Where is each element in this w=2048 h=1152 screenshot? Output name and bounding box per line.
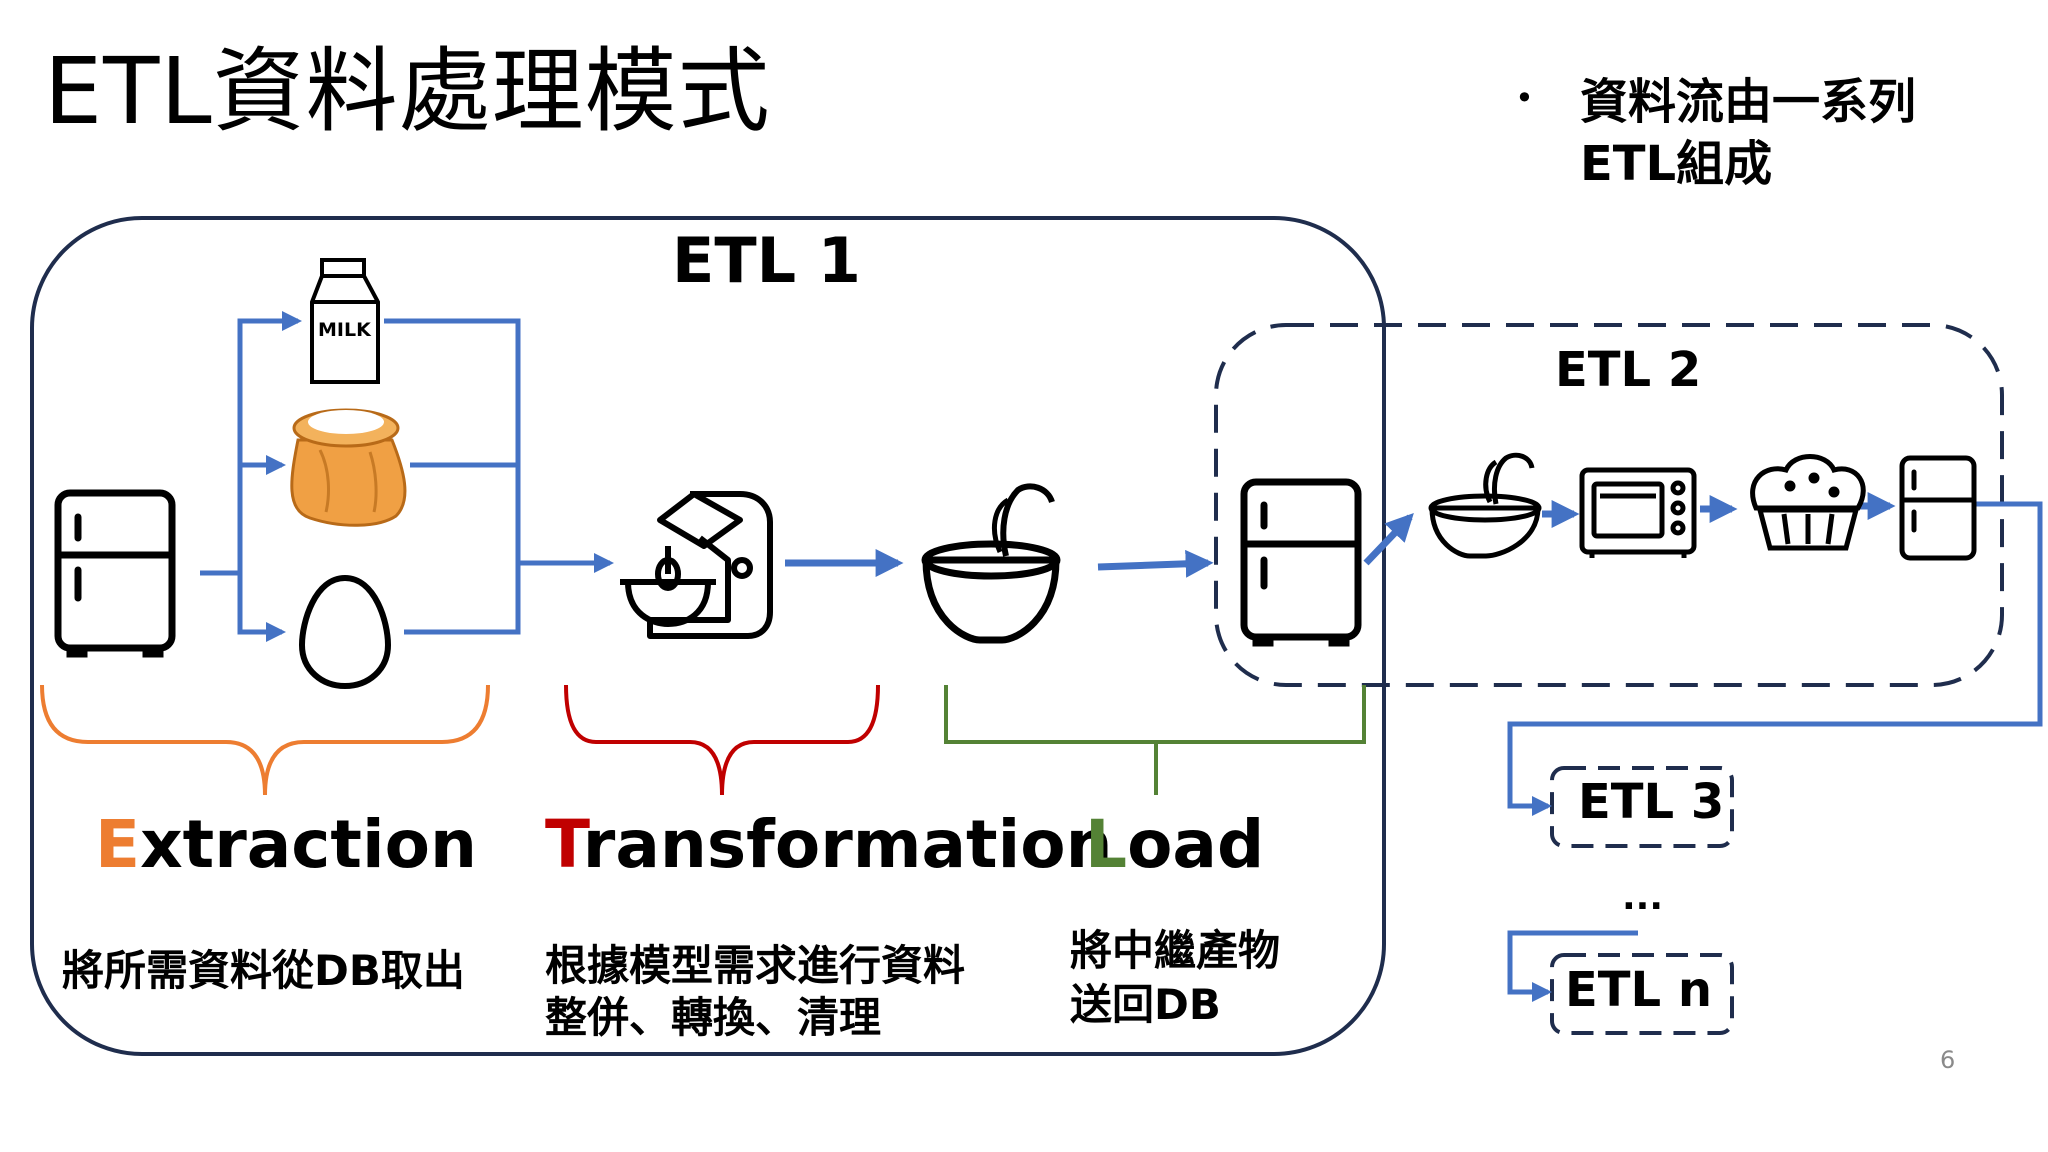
- extraction-arrows: [200, 311, 614, 642]
- transformation-description-1: 根據模型需求進行資料: [545, 941, 966, 990]
- fridge-icon: [1240, 478, 1362, 647]
- etln-label: ETL n: [1565, 962, 1712, 1018]
- page-number: 6: [1940, 1046, 1956, 1074]
- egg-icon: [298, 574, 392, 690]
- etl2-frame: [1214, 323, 2004, 687]
- transformation-description-2: 整併、轉換、清理: [545, 993, 882, 1042]
- extraction-rest: xtraction: [140, 806, 477, 883]
- load-description-2: 送回DB: [1070, 980, 1221, 1029]
- flow-arrows: [785, 492, 1896, 578]
- transformation-initial: T: [545, 806, 583, 883]
- muffin-icon: [1750, 454, 1866, 551]
- etl3-frame: [1550, 766, 1734, 848]
- load-initial: L: [1085, 806, 1128, 883]
- extraction-description: 將所需資料從DB取出: [62, 946, 465, 995]
- load-description-1: 將中繼產物: [1070, 926, 1281, 975]
- transformation-rest: ransformation: [582, 806, 1113, 883]
- etl1-frame: [30, 216, 1386, 1056]
- etl1-label: ETL 1: [672, 224, 861, 297]
- etl3-label: ETL 3: [1578, 774, 1725, 830]
- bullet-dot: •: [1515, 79, 1534, 117]
- bullet-line-1: 資料流由一系列: [1580, 74, 1917, 130]
- bullet-line-2: ETL組成: [1580, 136, 1773, 192]
- oven-icon: [1579, 467, 1697, 558]
- load-heading: Load: [1085, 812, 1264, 878]
- stand-mixer-icon: [620, 491, 773, 639]
- extraction-heading: Extraction: [95, 812, 477, 878]
- milk-carton-icon: [310, 258, 380, 384]
- load-rest: oad: [1127, 806, 1265, 883]
- cascade-arrows: [1507, 501, 2043, 1002]
- load-bracket: [944, 685, 1366, 795]
- etl2-label: ETL 2: [1555, 342, 1702, 398]
- etln-frame: [1550, 953, 1734, 1035]
- mixing-bowl-icon: [921, 483, 1061, 644]
- transformation-bracket: [564, 684, 880, 796]
- extraction-bracket: [40, 684, 490, 796]
- mixing-bowl-icon: [1428, 452, 1542, 559]
- fridge-icon: [54, 489, 176, 658]
- slide-title: ETL資料處理模式: [44, 38, 771, 145]
- extraction-initial: E: [95, 806, 141, 883]
- transformation-heading: Transformation: [545, 812, 1113, 878]
- milk-label: MILK: [318, 319, 371, 341]
- flour-sack-icon: [290, 408, 407, 527]
- fridge-icon: [1899, 455, 1977, 561]
- ellipsis-label: ...: [1622, 877, 1664, 918]
